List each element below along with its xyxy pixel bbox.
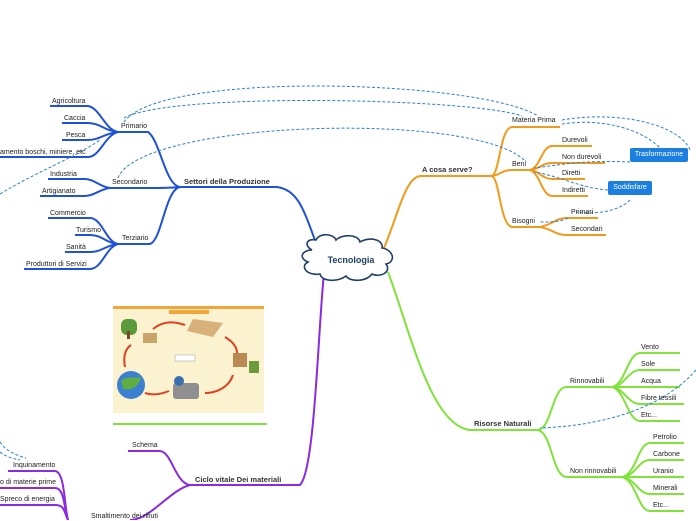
branch-risorse[interactable]: Risorse Naturali [474,419,532,428]
node-non-rinnovabili[interactable]: Non rinnovabili [570,468,617,475]
node-uranio[interactable]: Uranio [653,468,674,475]
node-etc-rinn[interactable]: Etc... [641,412,657,419]
node-primari[interactable]: Primari [571,209,594,216]
ciclo-schema-image[interactable] [113,306,264,413]
node-indiretti[interactable]: Indiretti [562,187,585,194]
branch-ciclo[interactable]: Ciclo vitale Dei materiali [195,475,282,484]
node-caccia[interactable]: Caccia [64,115,86,122]
acosa-branches [383,126,606,249]
node-commercio[interactable]: Commercio [50,210,86,217]
node-acqua[interactable]: Acqua [641,378,661,385]
node-non-durevoli[interactable]: Non durevoli [562,154,602,161]
soddisfare-button[interactable]: Soddisfare [608,181,652,195]
node-turismo[interactable]: Turismo [76,227,102,234]
node-terziario[interactable]: Terziario [122,235,149,242]
node-fibre[interactable]: Fibre tessili [641,395,677,402]
node-vento[interactable]: Vento [641,344,659,351]
node-rinnovabili[interactable]: Rinnovabili [570,378,605,385]
node-secondari[interactable]: Secondari [571,226,603,233]
node-sole[interactable]: Sole [641,361,656,368]
node-industria[interactable]: Industria [50,171,77,178]
risorse-branches [113,271,684,512]
node-primario[interactable]: Primario [121,123,148,130]
node-durevoli[interactable]: Durevoli [562,137,588,144]
central-topic[interactable]: Tecnologia [327,255,375,265]
node-smaltimento[interactable]: Smaltimento dei rifiuti [91,513,158,520]
node-artigianato[interactable]: Artigianato [42,188,76,195]
branch-acosa[interactable]: A cosa serve? [422,165,473,174]
node-spreco[interactable]: Spreco di energia [0,496,55,503]
node-diretti[interactable]: Diretti [562,170,581,177]
node-materia-prima[interactable]: Materia Prima [512,117,556,124]
settori-branches [0,105,319,270]
node-petrolio[interactable]: Petrolio [653,434,677,441]
node-minerali[interactable]: Minerali [653,485,678,492]
relationship-links [0,85,696,461]
node-boschi[interactable]: amento boschi, miniere, etc [0,149,86,156]
node-secondario[interactable]: Secondario [112,179,148,186]
node-servizi[interactable]: Produttori di Servizi [26,261,87,268]
node-materie-prime[interactable]: o di materie prime [0,479,57,486]
node-schema[interactable]: Schema [132,442,158,449]
node-bisogni[interactable]: Bisogni [512,218,535,225]
ciclo-branches [0,272,325,520]
node-etc-nonrinn[interactable]: Etc... [653,502,669,509]
node-carbone[interactable]: Carbone [653,451,680,458]
cycle-illustration [113,309,264,410]
node-beni[interactable]: Beni [512,161,527,168]
node-inquinamento[interactable]: Inquinamento [13,462,56,469]
branch-settori[interactable]: Settori della Produzione [184,177,270,186]
node-pesca[interactable]: Pesca [66,132,86,139]
node-agricoltura[interactable]: Agricoltura [52,98,86,105]
trasformazione-button[interactable]: Trasformazione [630,148,688,162]
node-sanita[interactable]: Sanità [66,244,86,251]
center-cloud[interactable] [301,233,394,282]
